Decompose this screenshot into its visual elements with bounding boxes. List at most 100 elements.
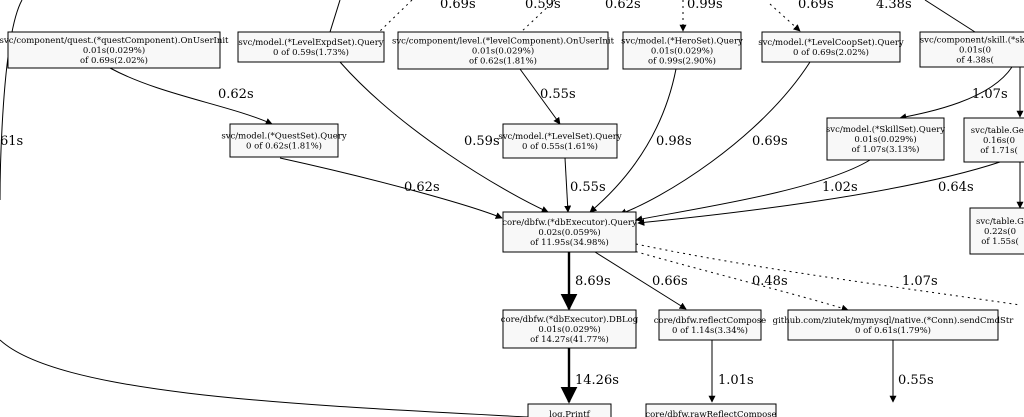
edge-levelexpd-query [339,61,549,213]
edge-levelcomp-levelset [519,68,561,125]
node-label-line: 0 of 0.61s(1.79%) [855,325,931,336]
node-box [237,31,385,63]
node-box [502,309,637,349]
node-label-line: of 1.71s( [980,145,1018,156]
edge-label: 1.01s [718,373,754,388]
node-label-line: of 14.27s(41.77%) [530,334,609,345]
edge-label: 0.69s [752,134,788,149]
node-label-line: core/dbfw.reflectCompose [654,316,766,326]
edge-label: 0.62s [218,87,254,102]
node-label-line: 0.01s(0.029%) [651,46,713,57]
node-box [502,211,637,253]
edge-questset-query [279,157,503,219]
node-label-line: svc/table.G [976,217,1024,227]
graph-node-rawreflect: core/dbfw.rawReflectCompose [645,403,777,417]
node-label-line: svc/model.(*HeroSet).Query [621,36,743,47]
node-box [645,403,777,417]
graph-node-table-2: svc/table.G0.22s(0of 1.55s( [969,207,1024,255]
edge-label: 0.64s [938,180,974,195]
node-box [7,31,221,69]
edge-label: 0.62s [605,0,641,12]
nodes: svc/component/quest.(*questComponent).On… [0,31,1024,417]
node-box [658,309,762,341]
edge-query-right [635,243,1021,306]
node-label-line: 0.01s(0.029%) [854,134,916,145]
edge-label: 0.69s [440,0,476,12]
node-box [527,403,612,417]
edge-label: 0.55s [540,87,576,102]
edge-label: 1.07s [972,87,1008,102]
graph-node-mysql: github.com/ziutek/mymysql/native.(*Conn)… [773,309,1015,341]
edge-label: 0.59s [525,0,561,12]
node-label-line: svc/model.(*LevelExpdSet).Query [238,37,383,48]
edge-label: 14.26s [575,373,619,388]
node-label-line: 0 of 1.14s(3.34%) [672,325,748,336]
node-box [919,31,1024,68]
edge-left-bottom-curve [0,339,529,417]
graph-node-logprintf: log.Printf [527,403,612,417]
graph-node-dblog: core/dbfw.(*dbExecutor).DBLog0.01s(0.029… [501,309,639,349]
edge-label: 8.69s [575,274,611,289]
node-label-line: svc/model.(*LevelCoopSet).Query [758,37,904,48]
edge-labels: 0.69s 0.59s 0.62s 0.99s 0.69s 4.38s 61s … [0,0,1008,388]
edge-label: 0.66s [652,274,688,289]
node-label-line: svc/model.(*LevelSet).Query [498,131,621,142]
edge-label: 0.55s [570,180,606,195]
node-label-line: github.com/ziutek/mymysql/native.(*Conn)… [773,315,1015,326]
edge-skillset-query [635,159,871,223]
node-label-line: 0 of 0.59s(1.73%) [273,47,349,58]
node-label-line: 0.01s(0.029%) [472,46,534,57]
node-box [963,117,1024,163]
node-label-line: of 0.62s(1.81%) [469,56,537,67]
edge-label: 0.98s [656,134,692,149]
edge-left-top-curve [0,0,23,201]
node-label-line: svc/model.(*QuestSet).Query [221,131,346,142]
node-label-line: 0.01s(0.029%) [83,45,145,56]
node-label-line: 0 of 0.62s(1.81%) [246,141,322,152]
edge-tableget-query [637,161,1001,226]
node-label-line: 0.16s(0 [983,135,1015,146]
edge-questcomp-questset [109,67,273,125]
graph-node-skillset: svc/model.(*SkillSet).Query0.01s(0.029%)… [826,117,945,161]
graph-node-dbexec-query: core/dbfw.(*dbExecutor).Query0.02s(0.059… [502,211,637,253]
edge-label: 0.99s [687,0,723,12]
edge-levelset-query [564,157,572,213]
node-label-line: of 0.69s(2.02%) [80,55,148,66]
node-box [229,123,339,158]
edge-top-into-skill [924,0,976,33]
node-label-line: core/dbfw.(*dbExecutor).DBLog [501,314,639,325]
edge-label: 0.62s [404,180,440,195]
node-label-line: of 4.38s( [956,55,994,66]
edge-top-into-quest [329,0,341,33]
node-label-line: 0 of 0.69s(2.02%) [793,47,869,58]
edge-label: 0.48s [752,274,788,289]
node-label-line: of 11.95s(34.98%) [530,237,609,248]
node-box [397,31,609,70]
node-label-line: 0 of 0.55s(1.61%) [522,141,598,152]
edge-label: 0.59s [464,134,500,149]
graph-node-quest-comp: svc/component/quest.(*questComponent).On… [0,31,229,69]
node-label-line: 0.01s(0 [959,45,991,56]
node-label-line: svc/component/level.(*levelComponent).On… [392,36,615,47]
node-label-line: of 0.99s(2.90%) [648,56,716,67]
node-label-line: of 1.07s(3.13%) [852,144,920,155]
node-label-line: svc/model.(*SkillSet).Query [826,124,945,135]
edge-top-into-levelexpd [377,0,413,34]
edge-query-mysql [629,249,849,312]
node-label-line: 0.22s(0 [984,226,1016,237]
node-label-line: svc/component/quest.(*questComponent).On… [0,35,229,46]
node-box [826,117,945,161]
node-box [502,123,618,159]
edge-label: 61s [0,134,23,149]
node-box [761,31,901,63]
edge-label: 4.38s [876,0,912,12]
node-label-line: of 1.55s( [981,236,1019,247]
edge-top-into-levelcoop [769,3,801,32]
